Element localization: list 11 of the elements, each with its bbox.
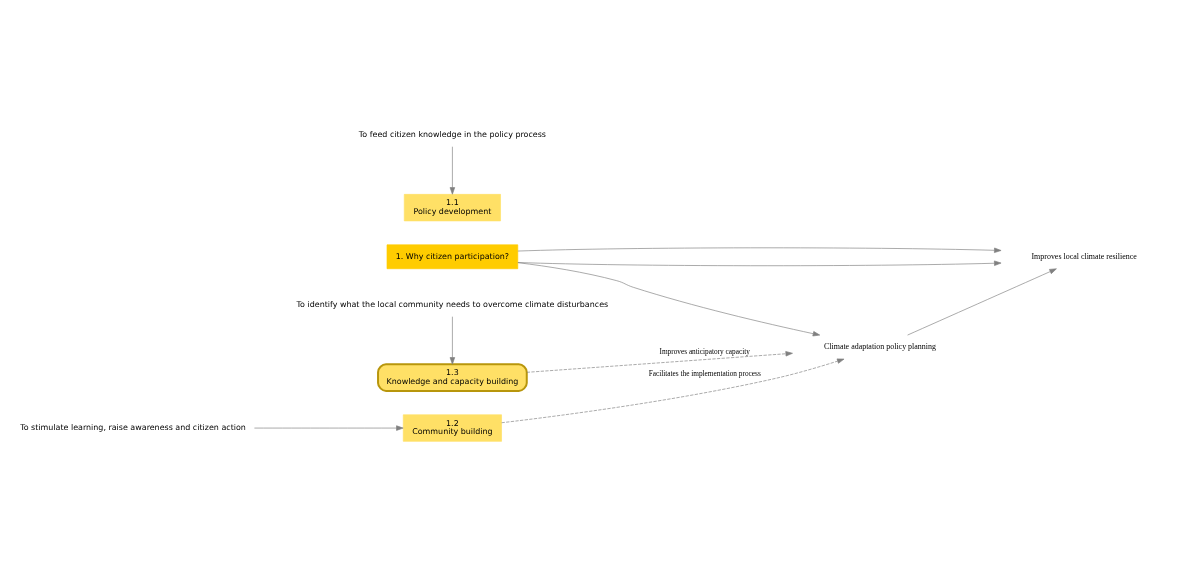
arrow [517, 261, 821, 336]
edge-label: Facilitates the implementation process [648, 368, 761, 378]
arrow [501, 358, 845, 423]
arrow [907, 268, 1057, 335]
arrow [449, 315, 456, 365]
arrow [517, 247, 1002, 253]
arrow [526, 350, 793, 373]
arrow [449, 145, 456, 195]
arrow [517, 260, 1002, 266]
edge-label: Improves anticipatory capacity [659, 346, 750, 356]
arrow [254, 424, 404, 431]
